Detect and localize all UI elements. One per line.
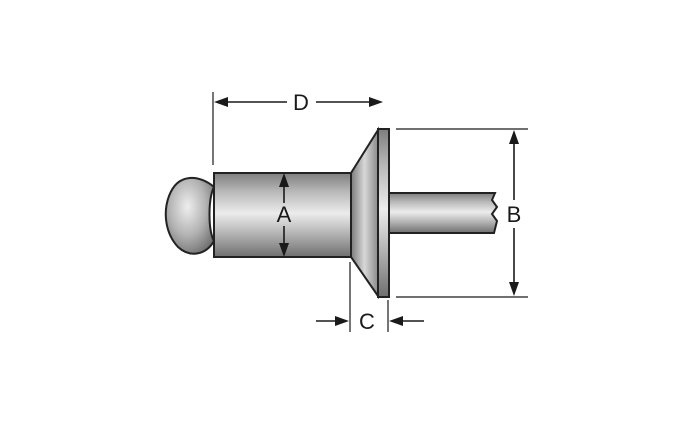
dimension-c-label: C [359, 309, 375, 334]
rivet [164, 126, 499, 300]
dimension-a-label: A [277, 202, 292, 227]
dimension-b-arrow-bottom [509, 282, 519, 296]
dimension-b: B [396, 128, 528, 298]
dimension-c-arrow-left [335, 316, 349, 326]
dimension-a: A [277, 173, 292, 257]
countersunk-head [350, 126, 379, 300]
dimension-d-label: D [293, 90, 309, 115]
dimension-d-arrow-left [214, 97, 228, 107]
dimension-a-arrow-top [279, 173, 289, 187]
dimension-b-label: B [507, 202, 522, 227]
mandrel-ball-head [164, 176, 216, 255]
mandrel-stem [387, 192, 499, 234]
head-face [377, 128, 390, 298]
dimension-c-arrow-right [389, 316, 403, 326]
dimension-c: C [316, 262, 424, 334]
dimension-a-arrow-bottom [279, 243, 289, 257]
dimension-d-arrow-right [369, 97, 383, 107]
dimension-b-arrow-top [509, 130, 519, 144]
dimension-d: D [212, 90, 383, 165]
